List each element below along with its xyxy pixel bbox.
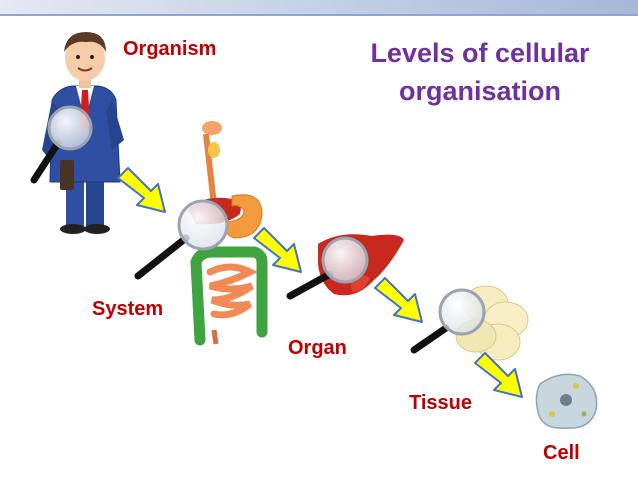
title-line-1: Levels of cellular [370, 38, 590, 68]
label-cell: Cell [543, 442, 580, 464]
arrow-system-to-organ [253, 227, 302, 273]
arrow-organ-to-tissue [374, 277, 423, 323]
header-divider [0, 14, 638, 16]
label-organism: Organism [123, 38, 217, 60]
magnifying-glass-icon [410, 288, 486, 354]
magnifying-glass-icon [286, 236, 369, 300]
label-tissue: Tissue [409, 392, 472, 414]
header-gradient-bar [0, 0, 638, 14]
single-cell-icon [535, 373, 598, 429]
title-line-2: organisation [398, 76, 561, 106]
label-system: System [92, 298, 164, 320]
arrow-organism-to-system [117, 167, 166, 213]
arrow-tissue-to-cell [474, 352, 523, 398]
slide-title: Levels of cellular organisation [330, 34, 630, 110]
magnifying-glass-icon [134, 199, 229, 280]
label-organ: Organ [288, 337, 347, 359]
magnifying-glass-icon [30, 105, 93, 184]
